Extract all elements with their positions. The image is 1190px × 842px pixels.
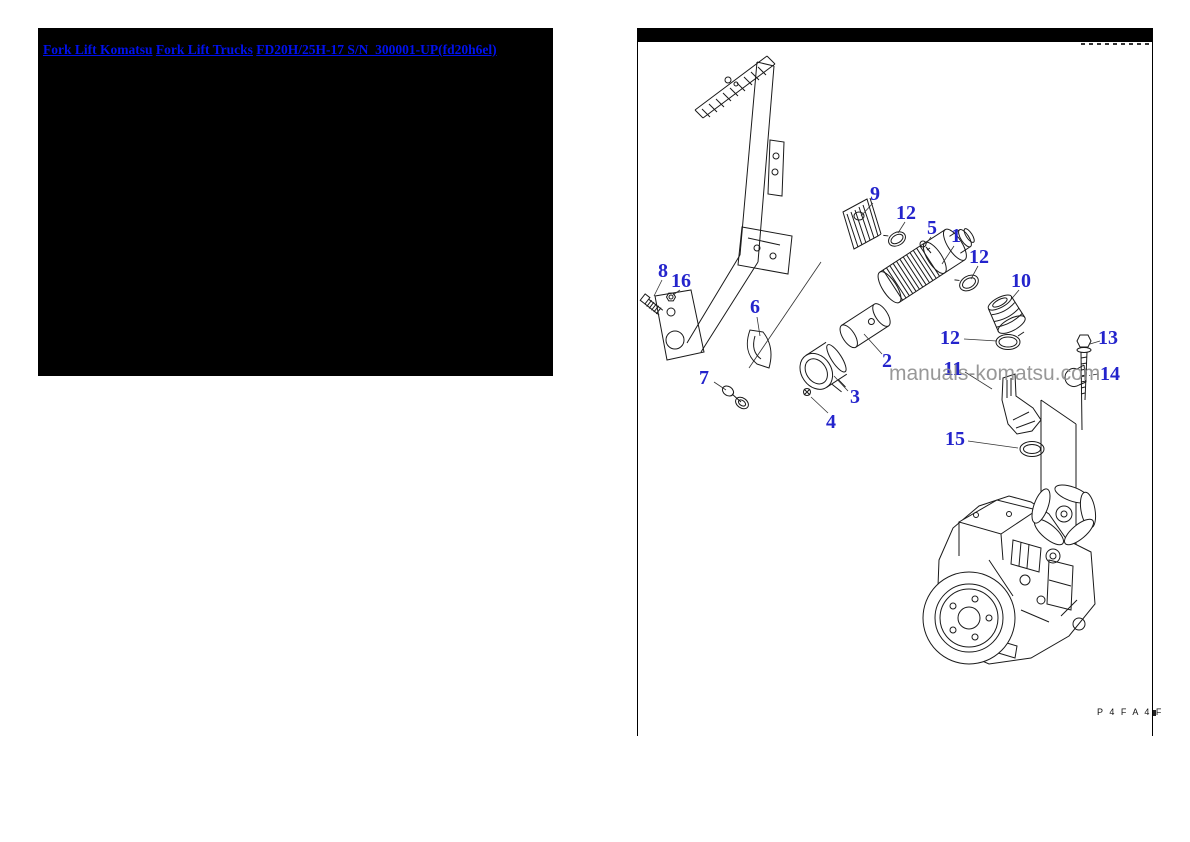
- page-code: P 4 F A 4 F: [1097, 707, 1164, 717]
- link-fork-lift-trucks[interactable]: Fork Lift Trucks: [155, 42, 253, 57]
- frame-drawing: [654, 55, 822, 369]
- top-bar-tick-marks: [1081, 43, 1149, 45]
- diagram-panel: [637, 28, 1153, 736]
- fan-drawing: [1031, 484, 1097, 546]
- diagram-top-bar: [638, 28, 1152, 42]
- leader-lines: [653, 202, 1101, 449]
- header-panel: Fork Lift Komatsu Fork Lift Trucks FD20H…: [38, 28, 553, 376]
- link-fork-lift-komatsu[interactable]: Fork Lift Komatsu: [43, 42, 153, 57]
- clamp14-oring15-drawing: [1019, 364, 1087, 457]
- watermark: manuals-komatsu.com: [889, 362, 1101, 385]
- page-code-clipped-mark: [1153, 710, 1156, 716]
- link-model-serial[interactable]: FD20H/25H-17 S/N 300001-UP(fd20h6el): [256, 42, 497, 57]
- elbow-drawing: [1001, 373, 1042, 435]
- flywheel-drawing: [922, 571, 1016, 665]
- breadcrumb: Fork Lift Komatsu Fork Lift Trucks FD20H…: [43, 42, 497, 58]
- engine-drawing: [922, 484, 1097, 665]
- parts-diagram: [639, 55, 1101, 665]
